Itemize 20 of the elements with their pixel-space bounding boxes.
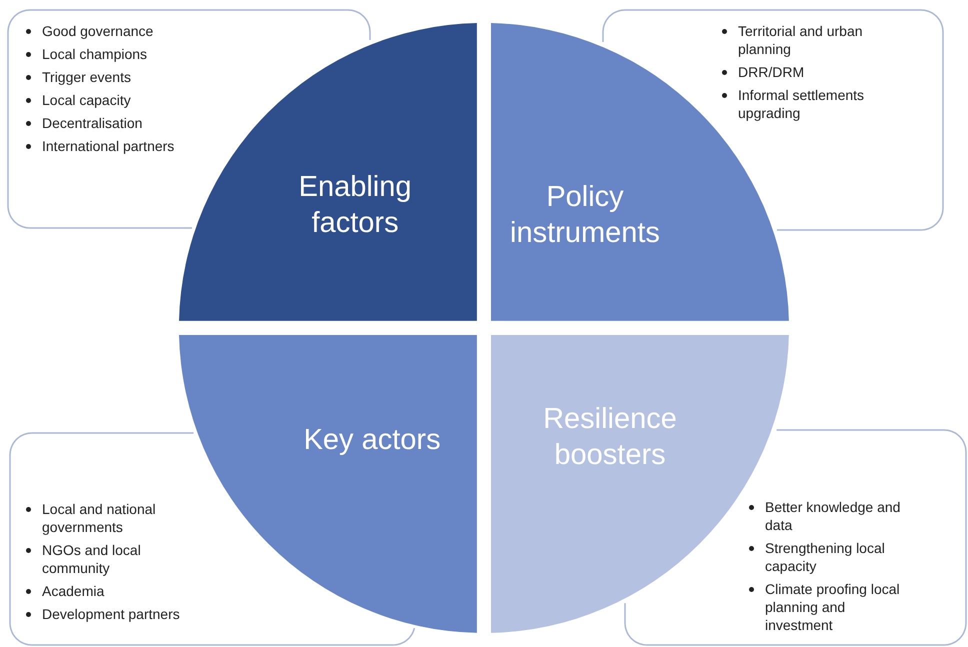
bullet-item: Trigger events (22, 68, 222, 86)
bullet-item: Strengthening local capacity (745, 539, 913, 575)
bullet-item: Informal settlements upgrading (718, 86, 888, 122)
quadrant-title: Policy instruments (509, 180, 661, 252)
bullet-item: Development partners (22, 605, 202, 623)
quadrant-title: Key actors (302, 423, 442, 458)
bullet-item: DRR/DRM (718, 63, 888, 81)
bullet-item: Territorial and urban planning (718, 22, 888, 58)
bullet-item: Good governance (22, 22, 222, 40)
bullet-item: Better knowledge and data (745, 498, 913, 534)
bullet-item: Local and national governments (22, 500, 202, 536)
quadrant-title: Resilience boosters (542, 402, 678, 473)
bullet-item: Climate proofing local planning and investment (745, 580, 913, 634)
bullet-item: Local champions (22, 45, 222, 63)
bullet-item: International partners (22, 137, 222, 155)
bullet-item: NGOs and local community (22, 541, 202, 577)
bullet-item: Local capacity (22, 91, 222, 109)
bullet-item: Decentralisation (22, 114, 222, 132)
bullet-item: Academia (22, 582, 202, 600)
quadrant-title: Enabling factors (298, 170, 413, 242)
